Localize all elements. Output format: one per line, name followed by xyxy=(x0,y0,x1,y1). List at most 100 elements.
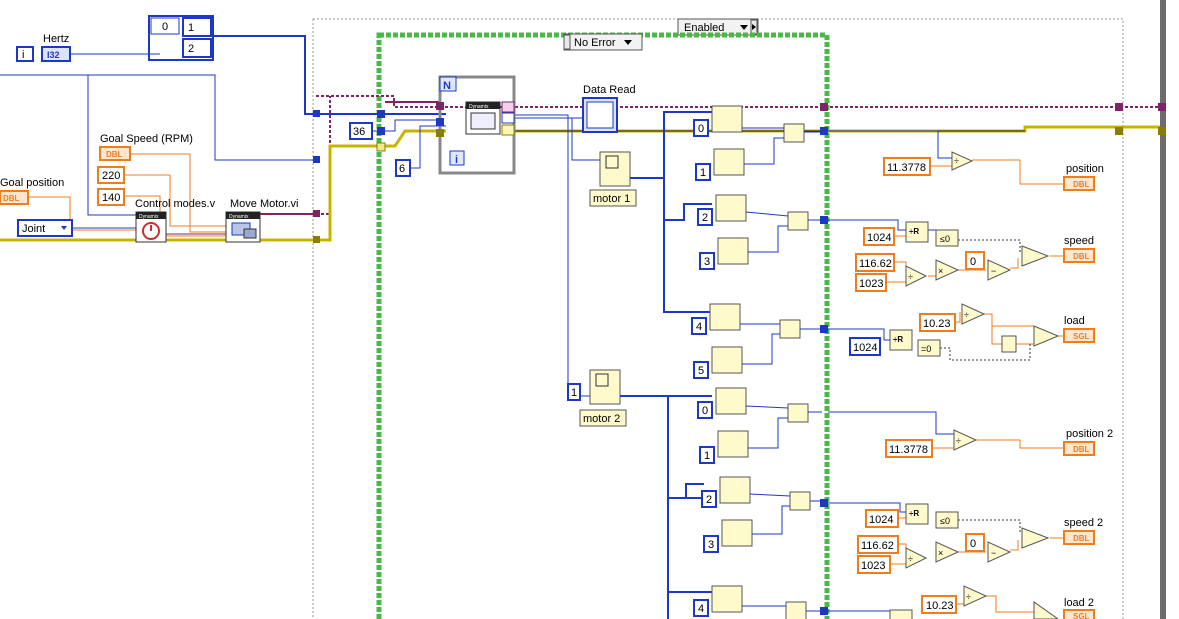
pos2-scale-constant[interactable]: 11.3778 xyxy=(885,439,933,458)
svg-text:3: 3 xyxy=(704,256,710,268)
motor2-label-box: motor 2 xyxy=(579,409,627,427)
svg-text:DBL: DBL xyxy=(3,194,20,203)
svg-text:Dynamix: Dynamix xyxy=(469,104,489,110)
svg-text:÷: ÷ xyxy=(908,554,913,564)
speed-constant-140[interactable]: 140 xyxy=(97,188,125,206)
goal-speed-control[interactable]: DBL xyxy=(99,146,131,161)
hertz-control[interactable]: i I32 xyxy=(16,46,71,62)
svg-text:DBL: DBL xyxy=(1073,252,1090,261)
svg-text:−: − xyxy=(991,548,996,558)
data-read-indicator[interactable] xyxy=(582,97,618,133)
motor2-index-constant[interactable]: 1 xyxy=(567,383,581,401)
svg-text:0: 0 xyxy=(702,405,708,417)
pos-scale-constant[interactable]: 11.3778 xyxy=(883,157,931,176)
outer-case-label: Enabled xyxy=(684,22,724,34)
svg-text:=0: =0 xyxy=(921,344,931,354)
svg-text:÷: ÷ xyxy=(964,310,969,320)
svg-text:÷: ÷ xyxy=(954,156,959,166)
svg-text:1023: 1023 xyxy=(859,278,883,290)
row-motor2-2: 2 xyxy=(701,476,751,508)
svg-text:2: 2 xyxy=(706,494,712,506)
row-motor1-5: 5 xyxy=(693,346,743,379)
svg-text:4: 4 xyxy=(698,603,704,615)
left-wires xyxy=(0,35,440,237)
control-modes-label: Control modes.v xyxy=(135,198,216,210)
motor2-unbundle[interactable] xyxy=(589,369,621,405)
speed-label: speed xyxy=(1064,235,1094,247)
index-rows: 0 1 2 3 4 5 0 xyxy=(691,105,753,617)
const-36[interactable]: 36 xyxy=(349,122,373,140)
row-motor2-4: 4 xyxy=(693,585,743,617)
join-nodes xyxy=(779,123,811,619)
svg-text:≤0: ≤0 xyxy=(940,516,950,526)
array-constant[interactable]: 0 1 2 xyxy=(148,15,214,61)
svg-text:÷R: ÷R xyxy=(909,509,919,518)
array-value-1: 2 xyxy=(188,43,194,55)
svg-text:÷: ÷ xyxy=(908,272,913,282)
svg-text:1: 1 xyxy=(700,167,706,179)
joint-enum-label: Joint xyxy=(22,223,45,235)
svg-text:10.23: 10.23 xyxy=(923,318,951,330)
divide-node-2: ÷ xyxy=(953,429,978,451)
svg-text:1023: 1023 xyxy=(861,560,885,572)
svg-text:DBL: DBL xyxy=(1073,534,1090,543)
svg-text:DBL: DBL xyxy=(1073,445,1090,454)
joint-enum-constant[interactable]: Joint xyxy=(17,219,73,237)
dynamixel-read-subvi[interactable]: Dynamix xyxy=(465,101,501,135)
load2-indicator: SGL xyxy=(1063,609,1095,619)
speed-constant-220[interactable]: 220 xyxy=(97,166,125,184)
svg-text:1024: 1024 xyxy=(869,514,893,526)
loop-index-icon: i xyxy=(455,154,458,166)
data-read-label: Data Read xyxy=(583,84,636,96)
row-motor1-3: 3 xyxy=(699,237,749,270)
svg-text:5: 5 xyxy=(698,365,704,377)
array-value-0: 1 xyxy=(188,22,194,34)
svg-text:×: × xyxy=(938,548,943,558)
right-edge-bar xyxy=(1160,0,1166,619)
load-indicator: SGL xyxy=(1063,328,1095,343)
svg-text:÷: ÷ xyxy=(956,436,961,446)
svg-text:SGL: SGL xyxy=(1073,612,1090,619)
load2-label: load 2 xyxy=(1064,597,1094,609)
outer-tunnels xyxy=(313,103,1166,243)
loop-count-icon: N xyxy=(443,80,451,92)
row-motor1-0: 0 xyxy=(693,105,743,137)
for-loop: N i xyxy=(436,75,516,175)
svg-text:SGL: SGL xyxy=(1073,332,1090,341)
svg-text:motor 2: motor 2 xyxy=(583,413,620,425)
svg-text:×: × xyxy=(938,266,943,276)
speed-block: 1024 ÷R ≤0 116.62 1023 ÷ × 0 − xyxy=(855,221,1050,292)
goal-position-label: Goal position xyxy=(0,177,64,189)
svg-text:÷: ÷ xyxy=(966,592,971,602)
svg-text:Dynamix: Dynamix xyxy=(229,214,249,220)
svg-text:÷R: ÷R xyxy=(893,335,903,344)
svg-text:140: 140 xyxy=(102,192,120,204)
const-6[interactable]: 6 xyxy=(395,159,411,177)
svg-text:4: 4 xyxy=(696,321,702,333)
position2-label: position 2 xyxy=(1066,428,1113,440)
outer-case-selector[interactable]: Enabled xyxy=(677,18,759,36)
control-modes-subvi[interactable]: Dynamix xyxy=(135,211,167,243)
int-prefix-icon: i xyxy=(22,49,24,61)
svg-text:0: 0 xyxy=(698,123,704,135)
inner-case-selector[interactable]: No Error xyxy=(563,33,643,51)
svg-text:≤0: ≤0 xyxy=(940,234,950,244)
svg-text:2: 2 xyxy=(702,212,708,224)
speed2-block: 1024 ÷R ≤0 116.62 1023 ÷ × 0 − xyxy=(857,503,1050,574)
move-motor-subvi[interactable]: Dynamix xyxy=(225,211,261,243)
join-wires xyxy=(740,127,822,612)
svg-text:1: 1 xyxy=(571,387,577,399)
svg-text:3: 3 xyxy=(708,539,714,551)
svg-text:116.62: 116.62 xyxy=(859,258,892,270)
goal-position-control[interactable]: DBL xyxy=(0,190,29,205)
hertz-label: Hertz xyxy=(43,33,69,45)
svg-text:1: 1 xyxy=(704,450,710,462)
svg-text:220: 220 xyxy=(102,170,120,182)
right-wires xyxy=(828,130,1064,613)
row-motor2-3: 3 xyxy=(703,519,753,553)
position-indicator: DBL xyxy=(1063,176,1095,191)
motor1-unbundle[interactable] xyxy=(599,151,631,187)
array-index: 0 xyxy=(162,21,168,33)
svg-text:10.23: 10.23 xyxy=(926,600,954,612)
